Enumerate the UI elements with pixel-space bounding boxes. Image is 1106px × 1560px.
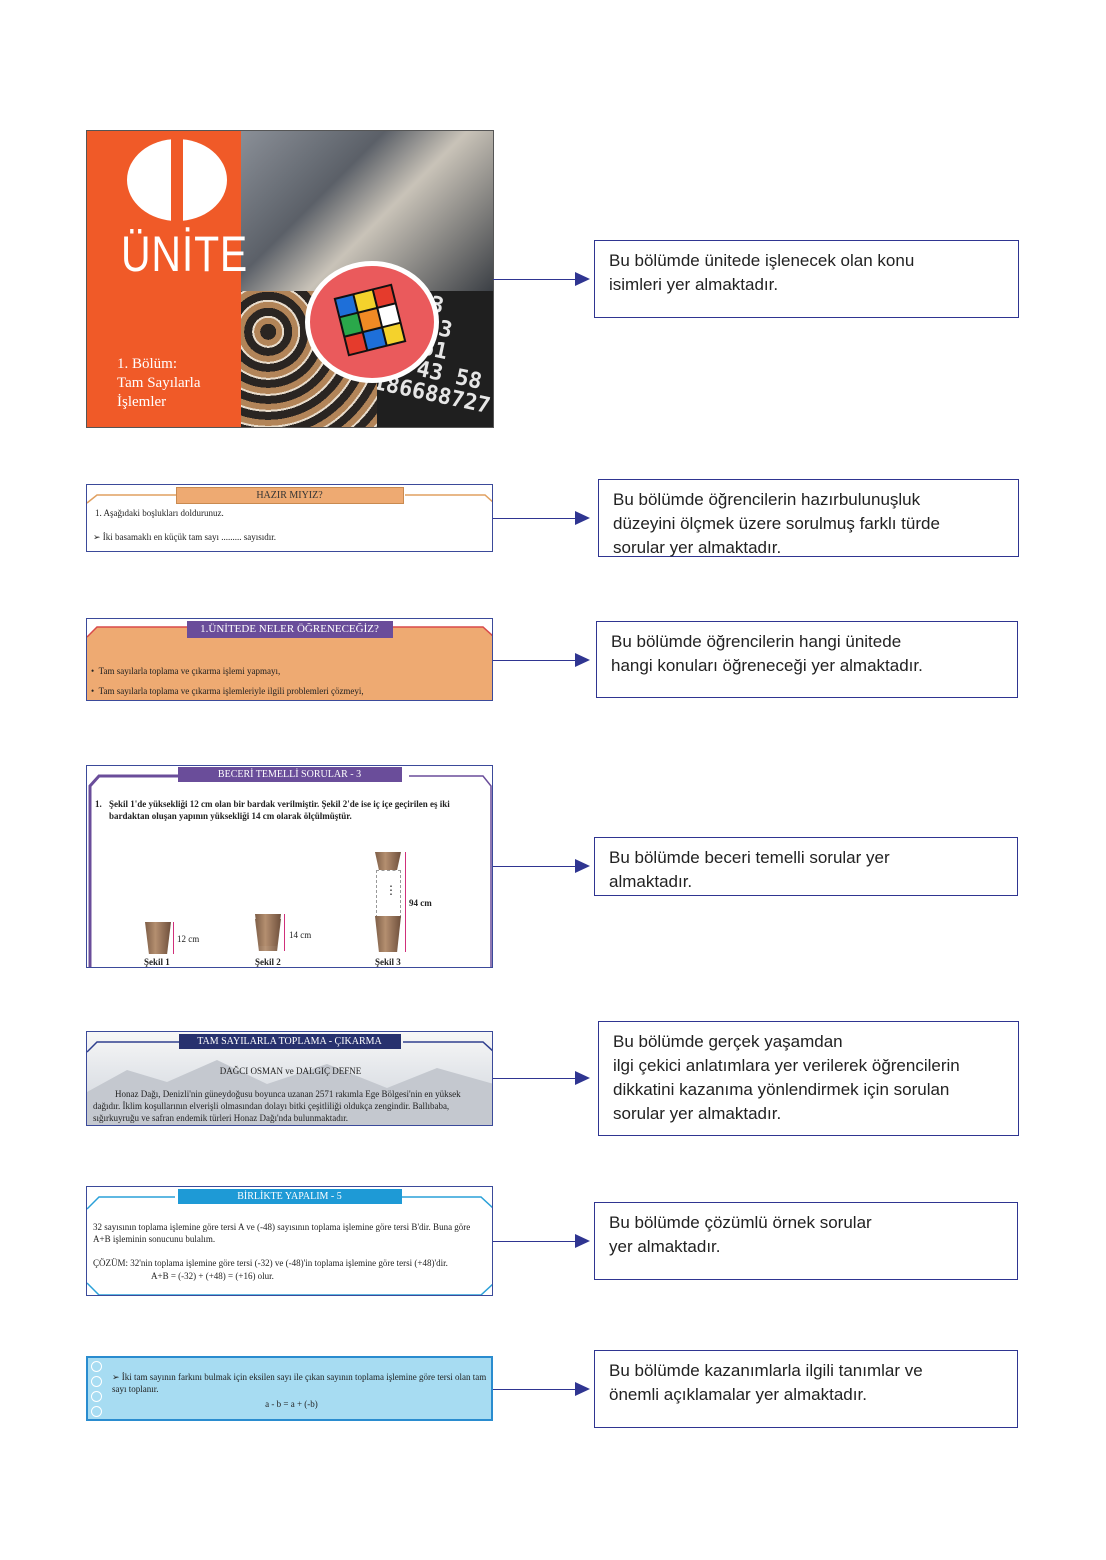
arrow-1 xyxy=(493,272,590,286)
example-solution: ÇÖZÜM: 32'nin toplama işlemine göre ters… xyxy=(93,1258,448,1268)
fig3-label: Şekil 3 xyxy=(375,957,401,967)
ring-binding xyxy=(91,1361,102,1417)
section-tag: BİRLİKTE YAPALIM - 5 xyxy=(177,1189,402,1204)
story-title: DAĞCI OSMAN ve DALGIÇ DEFNE xyxy=(219,1066,362,1076)
preview-hazir-miyiz: HAZIR MIYIZ? 1. Aşağıdaki boşlukları dol… xyxy=(86,484,493,552)
section-tag: HAZIR MIYIZ? xyxy=(175,487,404,504)
section-line: Tam Sayılarla xyxy=(117,375,201,391)
cup-figure-2-bottom xyxy=(255,919,281,951)
arrow-2 xyxy=(493,511,590,525)
section-line: 1. Bölüm: xyxy=(117,356,178,372)
unit-word: ÜNİTE xyxy=(121,226,249,282)
example-question: 32 sayısının toplama işlemine göre tersi… xyxy=(93,1222,471,1244)
measure-line xyxy=(173,922,174,954)
section-tag: TAM SAYILARLA TOPLAMA - ÇIKARMA xyxy=(178,1034,401,1049)
arrow-7 xyxy=(493,1382,590,1396)
callout-skill-questions: Bu bölümde beceri temelli sorular yer al… xyxy=(594,837,1018,896)
list-item: • Tam sayılarla toplama ve çıkarma işlem… xyxy=(91,686,364,696)
frame-lines xyxy=(87,1041,492,1125)
unit-cover-image: 9083 37903 69861 83 43 58 186688727 ÜNİT… xyxy=(86,130,494,428)
section-tag: 1.ÜNİTEDE NELER ÖĞRENECEĞİZ? xyxy=(186,621,393,638)
fig1-measure: 12 cm xyxy=(177,934,200,944)
definition-formula: a - b = a + (-b) xyxy=(265,1399,318,1409)
fig2-measure: 14 cm xyxy=(289,930,312,940)
callout-solved-examples: Bu bölümde çözümlü örnek sorular yer alm… xyxy=(594,1202,1018,1280)
cup-stack-top xyxy=(375,852,401,870)
preview-line: ➢ İki basamaklı en küçük tam sayı ......… xyxy=(93,532,277,542)
preview-bilgi-kutusu: ➢ İki tam sayının farkını bulmak için ek… xyxy=(86,1356,493,1421)
preview-line: 1. Aşağıdaki boşlukları doldurunuz. xyxy=(95,508,224,518)
list-item: • Tam sayılarla toplama ve çıkarma işlem… xyxy=(91,666,281,676)
callout-learning-goals: Bu bölümde öğrencilerin hangi ünitede ha… xyxy=(596,621,1018,698)
preview-neler-ogrenecegiz: 1.ÜNİTEDE NELER ÖĞRENECEĞİZ? • Tam sayıl… xyxy=(86,618,493,701)
callout-definitions: Bu bölümde kazanımlarla ilgili tanımlar … xyxy=(594,1350,1018,1428)
frame-lines xyxy=(87,494,492,504)
example-solution-result: A+B = (-32) + (+48) = (+16) olur. xyxy=(151,1271,274,1281)
fig1-label: Şekil 1 xyxy=(144,957,170,967)
definition-text: ➢ İki tam sayının farkını bulmak için ek… xyxy=(112,1372,487,1394)
unit-number-bar xyxy=(171,139,183,221)
preview-birlikte-yapalim: BİRLİKTE YAPALIM - 5 32 sayısının toplam… xyxy=(86,1186,493,1296)
rubiks-cube-face xyxy=(333,283,407,357)
question-text: Şekil 1'de yüksekliği 12 cm olan bir bar… xyxy=(109,799,450,821)
measure-line xyxy=(405,852,406,952)
arrow-6 xyxy=(493,1234,590,1248)
frame-lines xyxy=(88,774,492,967)
section-line: İşlemler xyxy=(117,394,167,410)
preview-beceri-temelli: BECERİ TEMELLİ SORULAR - 3 1. Şekil 1'de… xyxy=(86,765,493,968)
question-number: 1. xyxy=(95,799,102,809)
measure-line xyxy=(284,914,285,951)
callout-readiness: Bu bölümde öğrencilerin hazırbulunuşluk … xyxy=(598,479,1019,557)
story-text: Honaz Dağı, Denizli'nin güneydoğusu boyu… xyxy=(93,1089,461,1123)
fig3-measure: 94 cm xyxy=(409,898,432,908)
preview-tam-sayilarla-toplama: TAM SAYILARLA TOPLAMA - ÇIKARMA DAĞCI OS… xyxy=(86,1031,493,1126)
arrow-3 xyxy=(493,653,590,667)
unit-number-one-logo xyxy=(127,139,227,221)
frame-lines xyxy=(87,1196,492,1295)
stack-dots: ⋮ xyxy=(385,883,397,897)
fig2-label: Şekil 2 xyxy=(255,957,281,967)
cup-stack-bottom xyxy=(375,916,401,952)
arrow-4 xyxy=(493,859,590,873)
arrow-5 xyxy=(493,1071,590,1085)
section-tag: BECERİ TEMELLİ SORULAR - 3 xyxy=(177,767,402,782)
rubiks-cube-photo xyxy=(305,261,439,383)
section-title: 1. Bölüm: Tam Sayılarla İşlemler xyxy=(117,355,201,412)
callout-real-life: Bu bölümde gerçek yaşamdan ilgi çekici a… xyxy=(598,1021,1019,1136)
cup-figure-1 xyxy=(145,922,171,954)
callout-unit-topics: Bu bölümde ünitede işlenecek olan konu i… xyxy=(594,240,1019,318)
